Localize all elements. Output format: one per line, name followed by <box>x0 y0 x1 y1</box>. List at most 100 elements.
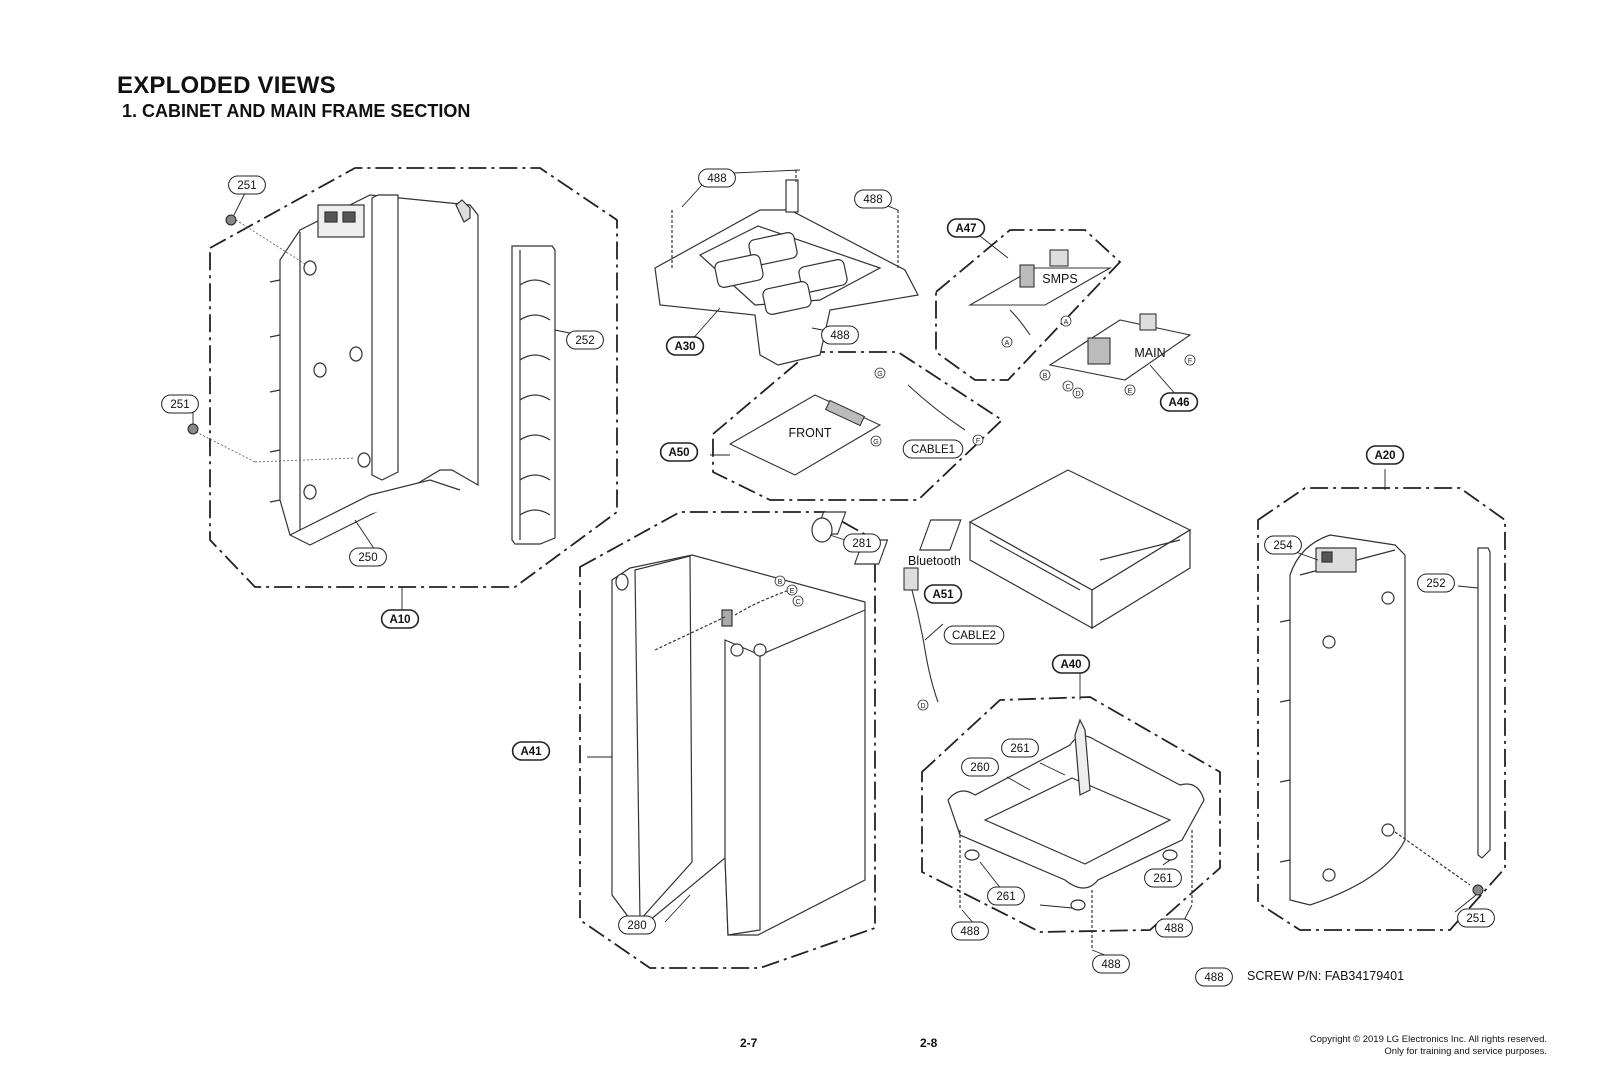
callout-bubble-outline <box>1001 738 1039 758</box>
callout-488: 488 <box>1195 967 1233 987</box>
front-board-a50 <box>728 384 966 476</box>
callout-cable1: CABLE1 <box>902 439 964 459</box>
section-title: 1. CABINET AND MAIN FRAME SECTION <box>122 101 471 121</box>
callout-label: A10 <box>389 614 410 626</box>
callout-bubble-outline <box>854 189 892 209</box>
screw-legend-text: SCREW P/N: FAB34179401 <box>1247 969 1404 983</box>
copyright-line-1: Copyright © 2019 LG Electronics Inc. All… <box>1309 1034 1547 1045</box>
callout-label: A41 <box>520 746 542 758</box>
board-labels: SMPS MAIN FRONT Bluetooth <box>788 272 1165 568</box>
connector-f: F <box>972 434 984 446</box>
callout-bubble-outline <box>1195 967 1233 987</box>
callout-label: 488 <box>1101 959 1120 971</box>
callout-a10: A10 <box>380 609 420 629</box>
callout-a41: A41 <box>511 741 551 761</box>
callout-label: CABLE2 <box>952 630 996 642</box>
callout-label: 252 <box>1426 578 1445 590</box>
callout-label: 488 <box>960 926 979 938</box>
connector-letter: G <box>873 439 878 446</box>
callout-label: A20 <box>1374 450 1395 462</box>
callout-bubble-outline <box>943 625 1005 645</box>
callout-a20: A20 <box>1365 445 1405 465</box>
callout-bubble-outline <box>1365 445 1405 465</box>
callout-251: 251 <box>228 175 266 195</box>
callout-label: 488 <box>863 194 882 206</box>
main-board-a46 <box>1048 313 1192 381</box>
callout-label: A51 <box>932 589 954 601</box>
callout-label: 281 <box>852 538 871 550</box>
callout-bubble-outline <box>1457 908 1495 928</box>
bluetooth-module-a51 <box>903 567 939 703</box>
connector-letter: F <box>976 438 980 445</box>
connector-circle <box>874 367 886 379</box>
callout-label: 488 <box>1164 923 1183 935</box>
callout-261: 261 <box>1144 868 1182 888</box>
connector-circle <box>1001 336 1013 348</box>
cabinet-a10-drawing <box>269 194 479 546</box>
group-outline-a40 <box>921 696 1221 933</box>
callout-bubble-outline <box>349 547 387 567</box>
connector-circle <box>1062 380 1074 392</box>
connector-letter: F <box>1188 358 1192 365</box>
connector-b: B <box>774 575 786 587</box>
foot-251-c <box>1472 884 1484 896</box>
connector-letter: A <box>1005 340 1010 347</box>
connector-a: A <box>1060 315 1072 327</box>
connector-circle <box>792 595 804 607</box>
connector-circle <box>1060 315 1072 327</box>
group-outline-a20 <box>1257 487 1506 931</box>
callout-bubble-outline <box>1264 535 1302 555</box>
connector-letter: C <box>1065 384 1070 391</box>
callout-bubble-outline <box>1092 954 1130 974</box>
group-outline-a30-a50 <box>712 351 1004 501</box>
connector-f: F <box>1184 354 1196 366</box>
callout-bubble-outline <box>698 168 736 188</box>
connector-circle <box>917 699 929 711</box>
callout-label: 261 <box>1153 873 1172 885</box>
top-cover-a30-drawing <box>654 170 919 366</box>
callout-bubble-outline <box>1155 918 1193 938</box>
callout-label: A46 <box>1168 397 1189 409</box>
callout-280: 280 <box>618 915 656 935</box>
callout-bubble-outline <box>987 886 1025 906</box>
connector-circle <box>1124 384 1136 396</box>
callout-a47: A47 <box>946 218 986 238</box>
foot-251-a <box>225 214 237 226</box>
connector-circle <box>774 575 786 587</box>
group-outline-a41 <box>579 511 876 969</box>
callout-label: 280 <box>627 920 646 932</box>
callout-label: A50 <box>668 447 689 459</box>
connector-circle <box>972 434 984 446</box>
callout-bubble-outline <box>1051 654 1091 674</box>
front-label: FRONT <box>788 426 831 440</box>
callout-label: 252 <box>575 335 594 347</box>
smps-board-a47 <box>967 249 1113 336</box>
enclosure-a20-drawing <box>1279 534 1471 906</box>
callout-488: 488 <box>854 189 892 209</box>
callout-a46: A46 <box>1159 392 1199 412</box>
callout-488: 488 <box>698 168 736 188</box>
callout-a51: A51 <box>923 584 963 604</box>
group-outline-a10 <box>209 167 618 588</box>
connector-d: D <box>917 699 929 711</box>
callout-label: A30 <box>674 341 695 353</box>
smps-label: SMPS <box>1042 272 1077 286</box>
callout-label: 254 <box>1273 540 1293 552</box>
page-number-left: 2-7 <box>740 1036 758 1050</box>
callout-label: 251 <box>170 399 189 411</box>
callout-281: 281 <box>843 533 881 553</box>
callout-label: A40 <box>1060 659 1081 671</box>
callout-488: 488 <box>821 325 859 345</box>
callout-bubble-outline <box>380 609 420 629</box>
callout-252: 252 <box>566 330 604 350</box>
connector-letter: B <box>778 579 783 586</box>
callout-bubble-outline <box>961 757 999 777</box>
connector-g: G <box>874 367 886 379</box>
base-a40-drawing <box>947 718 1205 950</box>
connector-circle <box>1039 369 1051 381</box>
callout-label: A47 <box>955 223 976 235</box>
callout-bubble-outline <box>665 336 705 356</box>
callout-bubble-outline <box>821 325 859 345</box>
